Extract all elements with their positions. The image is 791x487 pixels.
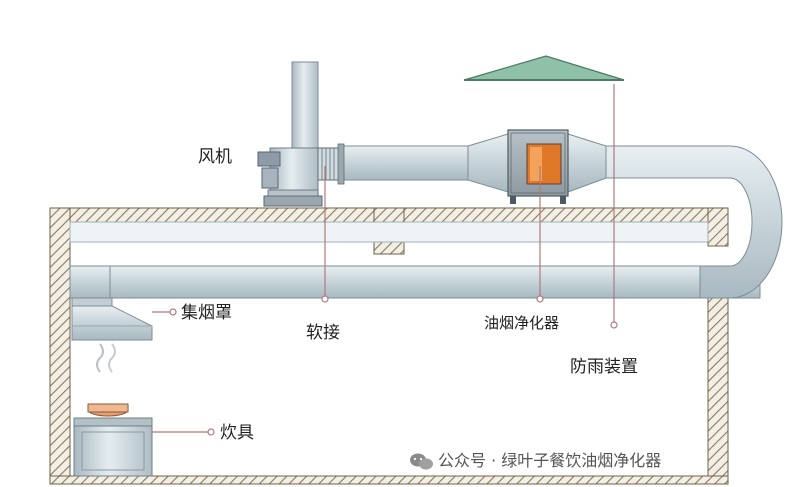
exhaust-hood [71, 297, 153, 341]
label-purifier: 油烟净化器 [484, 314, 559, 332]
left-wall [49, 207, 71, 481]
right-wall-top [707, 207, 729, 247]
leader-lines [152, 84, 618, 436]
label-fan: 风机 [198, 147, 232, 167]
label-soft-joint: 软接 [306, 323, 340, 343]
label-hood: 集烟罩 [181, 303, 232, 323]
wechat-icon [410, 453, 433, 470]
purifier-unit [507, 129, 569, 204]
building-structure [49, 207, 729, 485]
roof-duct [339, 145, 471, 181]
floor-slab [49, 475, 729, 485]
label-stove: 炊具 [220, 423, 254, 443]
soft-joint [317, 143, 345, 185]
purifier-outlet-transition [567, 133, 607, 193]
fan-unit [257, 61, 323, 207]
stove-unit [73, 343, 153, 477]
purifier-inlet-transition [467, 133, 509, 193]
duct-u-bend [599, 145, 783, 299]
rain-cover [463, 55, 625, 81]
watermark-text: 公众号 · 绿叶子餐饮油烟净化器 [438, 451, 661, 470]
ceiling-void [69, 221, 709, 243]
watermark: 公众号 · 绿叶子餐饮油烟净化器 [410, 451, 661, 470]
label-rain-cover: 防雨装置 [570, 357, 638, 377]
right-wall [707, 289, 729, 481]
indoor-duct [69, 265, 761, 299]
